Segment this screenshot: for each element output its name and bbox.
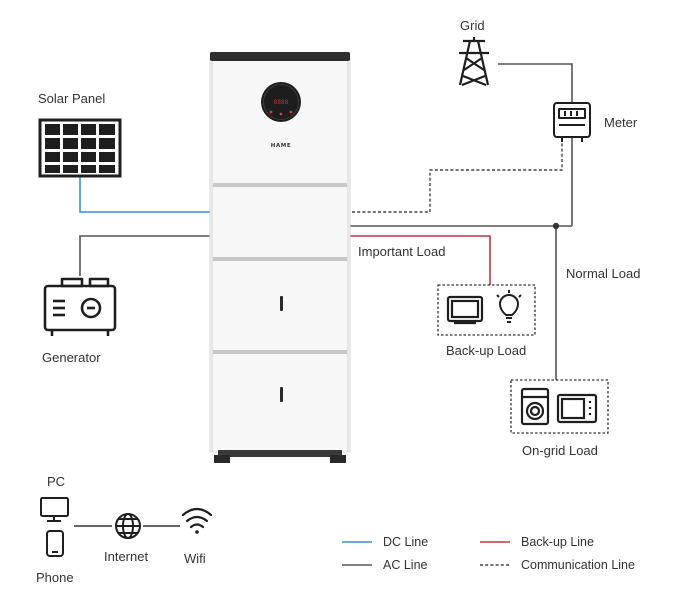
dc-line-solar bbox=[79, 176, 214, 213]
meter-label: Meter bbox=[604, 115, 638, 130]
microwave-icon bbox=[556, 393, 598, 424]
grid-tower-icon bbox=[458, 37, 490, 87]
backup-load-box bbox=[437, 284, 536, 336]
phone-icon bbox=[46, 530, 64, 557]
communication-line bbox=[352, 137, 563, 213]
legend-comm-label: Communication Line bbox=[521, 558, 635, 572]
meter-icon bbox=[553, 102, 591, 142]
pc-icon bbox=[40, 497, 69, 522]
ongrid-load-label: On-grid Load bbox=[522, 443, 598, 458]
phone-label: Phone bbox=[36, 570, 74, 585]
ac-line-generator bbox=[79, 235, 214, 276]
generator-icon bbox=[43, 277, 117, 336]
important-load-label: Important Load bbox=[358, 244, 445, 259]
internet-label: Internet bbox=[104, 549, 148, 564]
ac-junction-dot bbox=[552, 222, 560, 230]
backup-load-label: Back-up Load bbox=[446, 343, 526, 358]
normal-load-label: Normal Load bbox=[566, 266, 640, 281]
battery-cabinet: 8888 HAME bbox=[209, 52, 351, 463]
wifi-label: Wifi bbox=[184, 551, 206, 566]
solar-panel-label: Solar Panel bbox=[38, 91, 105, 106]
ac-line-grid bbox=[498, 63, 573, 103]
display-digits: 8888 bbox=[274, 99, 289, 106]
legend-dc-label: DC Line bbox=[383, 535, 428, 549]
light-bulb-icon bbox=[496, 290, 522, 323]
legend-ac-label: AC Line bbox=[383, 558, 428, 572]
wifi-icon bbox=[181, 507, 213, 534]
battery-indicator bbox=[280, 296, 283, 311]
legend-backup-label: Back-up Line bbox=[521, 535, 594, 549]
legend: DC Line AC Line Back-up Line Communicati… bbox=[342, 535, 635, 572]
tv-icon bbox=[446, 295, 484, 325]
washing-machine-icon bbox=[520, 387, 550, 426]
grid-label: Grid bbox=[460, 18, 485, 33]
backup-line bbox=[350, 235, 491, 285]
battery-indicator bbox=[280, 387, 283, 402]
pc-label: PC bbox=[47, 474, 65, 489]
ongrid-load-box bbox=[510, 379, 609, 434]
solar-panel-icon bbox=[38, 118, 122, 178]
brand-logo: HAME bbox=[271, 143, 292, 149]
generator-label: Generator bbox=[42, 350, 101, 365]
internet-globe-icon bbox=[115, 513, 141, 539]
